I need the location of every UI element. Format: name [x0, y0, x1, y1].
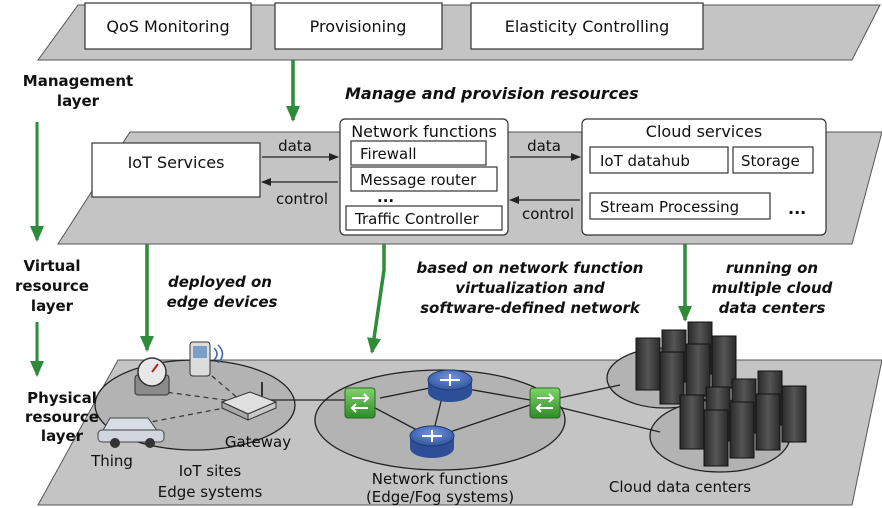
management-layer-label-1: Management: [23, 72, 133, 90]
stream-processing-box: [589, 192, 771, 220]
link-phone-gateway: [204, 369, 241, 401]
elasticity-controlling-box: [470, 2, 704, 50]
car-thing-icon: [97, 417, 165, 448]
virtual-layer-label-1: Virtual: [24, 257, 81, 275]
link-switch2-dc2: [549, 404, 661, 433]
router-icon-1: [427, 369, 473, 402]
network-functions-virtual: Network functions Firewall Message route…: [339, 118, 509, 236]
virtual-layer-label-2: resource: [15, 277, 89, 295]
cloud-ellipsis: ...: [788, 199, 806, 218]
stream-processing-label: Stream Processing: [600, 198, 739, 216]
server-cluster-icon-2: [679, 370, 807, 467]
elasticity-controlling-label: Elasticity Controlling: [505, 17, 670, 36]
physical-layer-label-2: resource: [25, 408, 99, 426]
provisioning-box: [274, 2, 443, 50]
nfv-caption-3: software-defined network: [420, 299, 641, 317]
physical-layer-label-3: layer: [41, 427, 84, 445]
physical-layer-label-1: Physical: [27, 389, 97, 407]
iot-sites-label-2: Edge systems: [158, 483, 263, 501]
iot-datahub-label: IoT datahub: [600, 152, 690, 170]
message-router-box: [350, 166, 498, 192]
iot-services: IoT Services: [91, 142, 261, 198]
firewall-box: [350, 140, 487, 166]
traffic-controller-box: [345, 205, 503, 231]
sensor-device-icon: [134, 357, 170, 396]
storage-box: [732, 146, 814, 174]
cloud-services-title: Cloud services: [646, 122, 762, 141]
edge-caption-2: edge devices: [167, 293, 278, 311]
data-label-1: data: [278, 137, 312, 155]
virtual-layer-label-3: layer: [31, 297, 74, 315]
link-sensor-gateway: [149, 389, 241, 403]
switch-icon-2: [529, 387, 561, 419]
control-label-1: control: [276, 190, 328, 208]
router-icon-2: [409, 425, 455, 458]
iot-sites-label-1: IoT sites: [179, 462, 242, 480]
thing-label: Thing: [90, 452, 133, 470]
switch-icon-1: [344, 387, 376, 419]
iot-services-box: [91, 142, 261, 198]
gateway-label: Gateway: [225, 433, 291, 451]
cloud-data-centers-label: Cloud data centers: [609, 478, 751, 496]
qos-monitoring-label: QoS Monitoring: [106, 17, 229, 36]
management-tools: QoS Monitoring Provisioning Elasticity C…: [84, 2, 704, 50]
edge-caption-1: deployed on: [168, 273, 272, 291]
nfv-arrow: [367, 244, 386, 354]
control-label-2: control: [522, 205, 574, 223]
network-functions-title: Network functions: [351, 122, 497, 141]
management-layer-label-2: layer: [57, 92, 100, 110]
nfv-caption-2: virtualization and: [455, 279, 605, 297]
nfv-caption-1: based on network function: [417, 259, 644, 277]
link-switch2-dc1: [549, 384, 621, 401]
data-label-2: data: [527, 137, 561, 155]
cloud-services: Cloud services IoT datahub Storage Strea…: [581, 118, 827, 236]
nf-ellipsis: ...: [377, 188, 394, 206]
firewall-label: Firewall: [360, 145, 417, 163]
storage-label: Storage: [741, 152, 800, 170]
provisioning-label: Provisioning: [310, 17, 407, 36]
iot-datahub-box: [589, 146, 729, 174]
cloud-caption-1: running on: [726, 259, 818, 277]
network-functions-physical-label-1: Network functions: [372, 470, 509, 488]
iot-services-label: IoT Services: [128, 153, 225, 172]
cloud-caption-3: data centers: [719, 299, 826, 317]
message-router-label: Message router: [360, 171, 477, 189]
network-functions-physical-label-2: (Edge/Fog systems): [366, 488, 514, 506]
phone-device-icon: [189, 341, 224, 377]
server-cluster-icon-1: [635, 321, 737, 405]
qos-monitoring-box: [84, 2, 252, 50]
traffic-controller-label: Traffic Controller: [354, 210, 479, 228]
cloud-caption-2: multiple cloud: [712, 279, 833, 297]
manage-provision-caption: Manage and provision resources: [345, 84, 639, 103]
gateway-device-icon: [220, 382, 278, 421]
